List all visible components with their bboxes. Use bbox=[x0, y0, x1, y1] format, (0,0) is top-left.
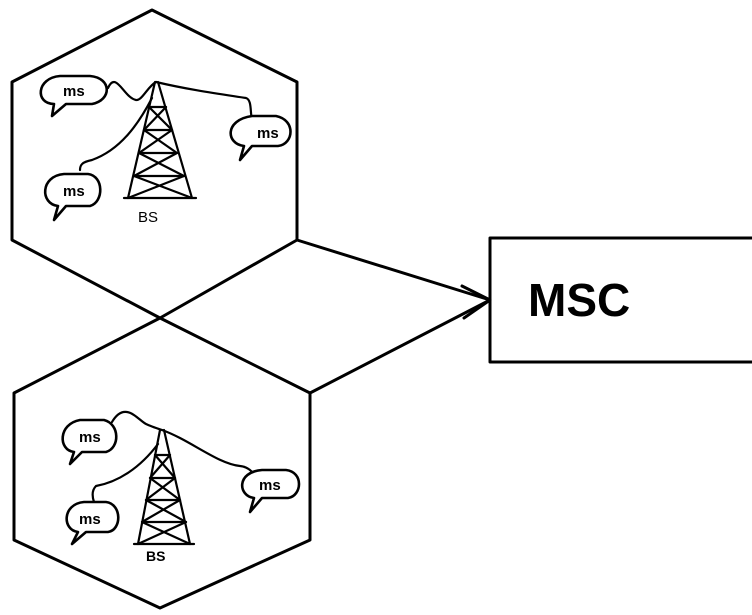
msc-node: MSC bbox=[488, 236, 752, 364]
ms-label: ms bbox=[79, 429, 101, 446]
arrow-top-cell-to-msc bbox=[295, 238, 492, 302]
ms-label: ms bbox=[79, 511, 101, 528]
link-wire bbox=[160, 428, 258, 480]
ms-label: ms bbox=[63, 183, 85, 200]
msc-label: MSC bbox=[528, 274, 630, 326]
ms-label: ms bbox=[257, 125, 279, 142]
ms-bubble-top-1: ms bbox=[39, 74, 108, 118]
cell-top: ms ms ms BS bbox=[10, 8, 299, 320]
bs-label: BS bbox=[138, 209, 158, 226]
link-wire bbox=[106, 80, 158, 102]
ms-label: ms bbox=[63, 83, 85, 100]
msc-box bbox=[488, 236, 752, 364]
ms-bubble-top-2: ms bbox=[229, 114, 292, 162]
ms-bubble-bottom-1: ms bbox=[61, 418, 118, 466]
ms-bubble-bottom-2: ms bbox=[240, 468, 301, 514]
link-wire bbox=[78, 96, 154, 172]
tower-icon-bottom bbox=[132, 428, 196, 546]
arrow-bottom-cell-to-msc bbox=[308, 298, 492, 395]
link-wire bbox=[91, 442, 160, 504]
ms-label: ms bbox=[259, 477, 281, 494]
connection-arrows bbox=[295, 238, 492, 395]
link-wire bbox=[154, 80, 254, 122]
ms-bubble-bottom-3: ms bbox=[65, 500, 120, 546]
link-wire bbox=[110, 410, 164, 432]
bs-label: BS bbox=[146, 548, 165, 564]
ms-bubble-top-3: ms bbox=[43, 172, 102, 222]
cell-bottom: ms ms ms BS bbox=[12, 316, 312, 610]
